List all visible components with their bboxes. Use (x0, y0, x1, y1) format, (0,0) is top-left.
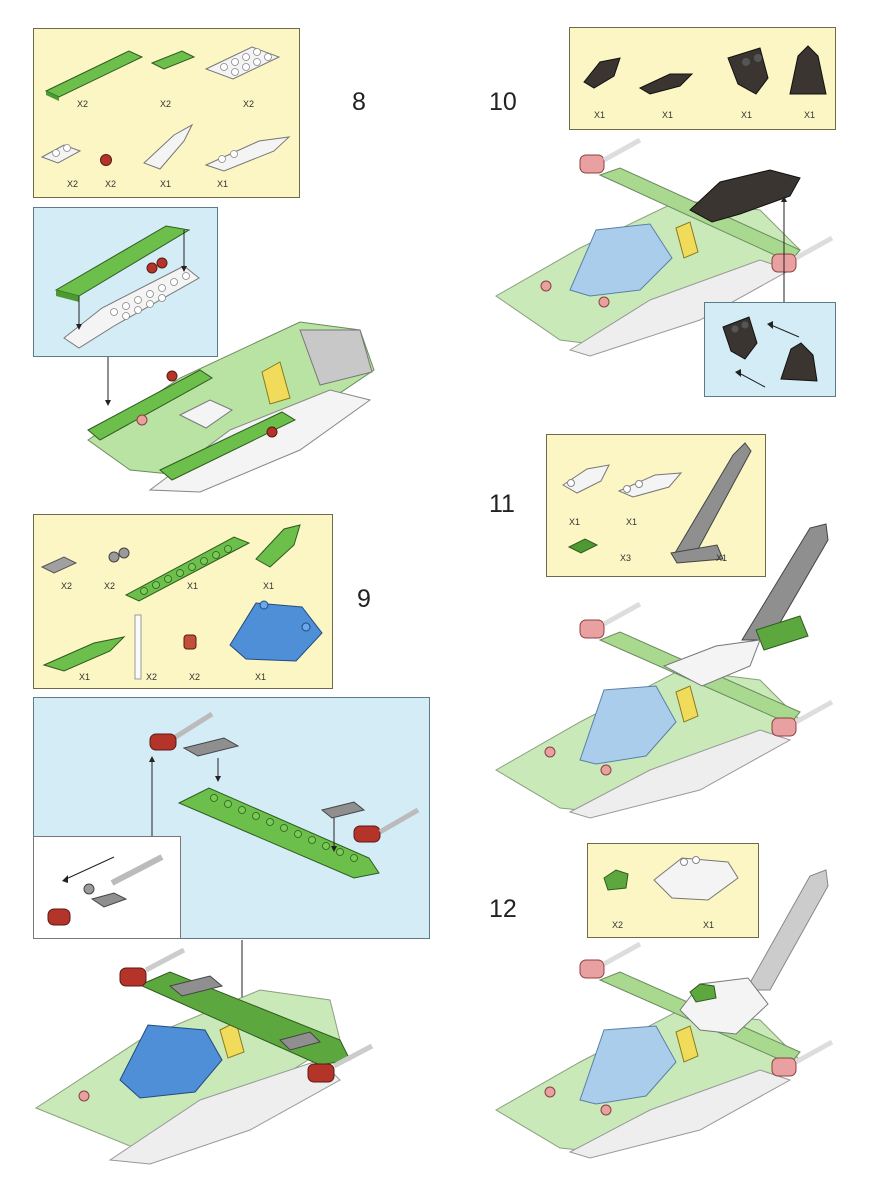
part-qty: X2 (104, 581, 116, 591)
part-qty: X2 (67, 179, 79, 189)
part-qty: X2 (77, 99, 89, 109)
step-number: 8 (352, 88, 366, 116)
part-qty: X2 (189, 672, 201, 682)
step8-subassembly-panel (33, 207, 218, 357)
part-qty: X1 (217, 179, 229, 189)
part-qty: X2 (243, 99, 255, 109)
part-qty: X1 (626, 517, 638, 527)
part-qty: X1 (716, 553, 728, 563)
step-number: 11 (489, 490, 515, 518)
step11-parts-drawing (562, 442, 752, 564)
step9-inset-drawing (47, 854, 164, 926)
step-number: 12 (489, 895, 517, 923)
part-qty: X1 (804, 110, 816, 120)
part-qty: X1 (79, 672, 91, 682)
part-qty: X1 (255, 672, 267, 682)
part-qty: X2 (160, 99, 172, 109)
step11-parts-panel: X1 X1 X3 X1 (546, 434, 766, 577)
step9-inset-panel (33, 836, 181, 939)
step8-subassembly-drawing (54, 225, 200, 349)
part-qty: X2 (146, 672, 158, 682)
step10-parts-panel: X1 X1 X1 X1 (569, 27, 836, 130)
step10-parts-drawing (583, 45, 827, 95)
step9-parts-panel: X2 X2 X1 X1 X1 X2 X2 X1 (33, 514, 333, 689)
part-qty: X2 (61, 581, 73, 591)
part-qty: X2 (105, 179, 117, 189)
part-qty: X1 (662, 110, 674, 120)
part-qty: X1 (703, 920, 715, 930)
step8-parts-panel: X2 X2 X2 X2 X2 X1 X1 (33, 28, 300, 198)
step9-subassembly-drawing (149, 711, 420, 879)
step10-subassembly-drawing (722, 316, 818, 388)
step8-parts-drawing (40, 46, 291, 172)
step-number: 10 (489, 88, 517, 116)
step10-subassembly-panel (704, 302, 836, 397)
step-number: 9 (357, 585, 371, 613)
part-qty: X1 (160, 179, 172, 189)
part-qty: X2 (612, 920, 624, 930)
step9-parts-drawing (40, 524, 323, 680)
part-qty: X1 (741, 110, 753, 120)
part-qty: X3 (620, 553, 632, 563)
step12-parts-panel: X2 X1 (587, 843, 759, 938)
step12-parts-drawing (603, 856, 739, 901)
part-qty: X1 (187, 581, 199, 591)
part-qty: X1 (569, 517, 581, 527)
part-qty: X1 (594, 110, 606, 120)
part-qty: X1 (263, 581, 275, 591)
